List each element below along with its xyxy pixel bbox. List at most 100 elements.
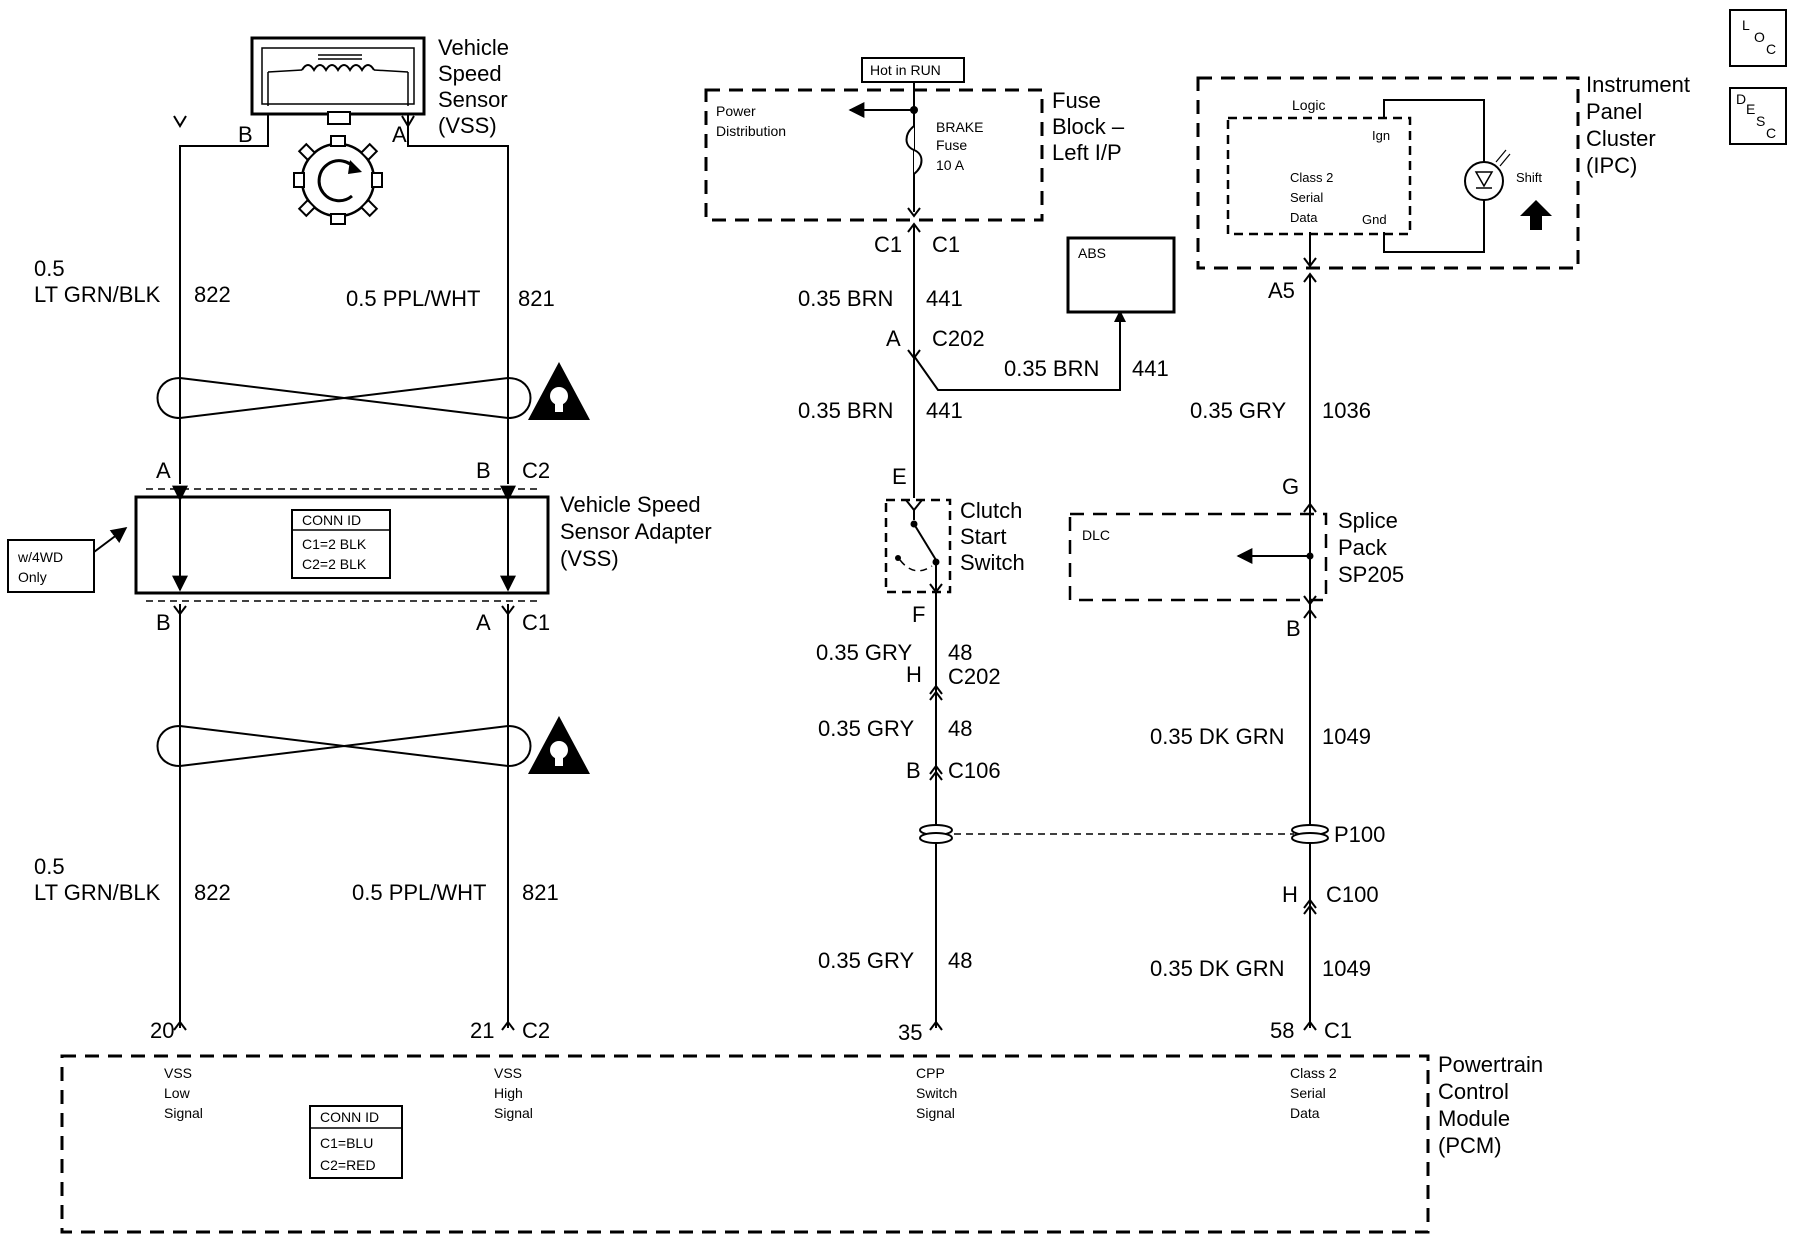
pcm-sig-high-3: Signal bbox=[494, 1105, 533, 1121]
pcm-conn-c1: C1 bbox=[1324, 1018, 1352, 1043]
instrument-panel-cluster: Logic Ign Class 2 Serial Data Gnd Shift bbox=[1196, 76, 1580, 270]
splice-pin-a: A bbox=[886, 326, 901, 351]
p100-label: P100 bbox=[1334, 822, 1385, 847]
pcm-sig-cpp-2: Switch bbox=[916, 1085, 957, 1101]
ipc-serial-2: Serial bbox=[1290, 190, 1323, 205]
fuse-conn-left: C1 bbox=[874, 232, 902, 257]
option-note-2: Only bbox=[18, 569, 47, 585]
coil-icon bbox=[267, 54, 409, 106]
ipc-name-2: Panel bbox=[1586, 99, 1642, 124]
wire-822-bottom-gauge: 0.5 bbox=[34, 854, 65, 879]
pcm-pin-20: 20 bbox=[150, 1018, 174, 1043]
clutch-name-3: Switch bbox=[960, 550, 1025, 575]
wire-822-top-circuit: 822 bbox=[194, 282, 231, 307]
pcm-sig-serial-2: Serial bbox=[1290, 1085, 1326, 1101]
adapter-name-1: Vehicle Speed bbox=[560, 492, 701, 517]
adapter-name-2: Sensor Adapter bbox=[560, 519, 712, 544]
pcm-pin-21: 21 bbox=[470, 1018, 494, 1043]
w48c-circuit: 48 bbox=[948, 948, 972, 973]
fuse-label-3: 10 A bbox=[936, 157, 965, 173]
option-note-box: w/4WD Only bbox=[7, 527, 128, 593]
abs-label: ABS bbox=[1078, 245, 1106, 261]
fuse-block-name-2: Block – bbox=[1052, 114, 1125, 139]
fuse-icon bbox=[905, 125, 923, 175]
ipc-name-1: Instrument bbox=[1586, 72, 1690, 97]
wire-822-bottom-circuit: 822 bbox=[194, 880, 231, 905]
vss-name-2: Speed bbox=[438, 61, 502, 86]
fuse-conn-right: C1 bbox=[932, 232, 960, 257]
wire-822-top-color: LT GRN/BLK bbox=[34, 282, 161, 307]
pcm-conn-id-1: C1=BLU bbox=[320, 1135, 373, 1151]
twisted-pair-bottom bbox=[156, 724, 532, 768]
right-wire bbox=[1291, 257, 1329, 1031]
fuse-block-name-1: Fuse bbox=[1052, 88, 1101, 113]
pcm-sig-high-2: High bbox=[494, 1085, 523, 1101]
fuse-block-name-3: Left I/P bbox=[1052, 140, 1122, 165]
clutch-start-switch bbox=[884, 498, 952, 594]
option-note-1: w/4WD bbox=[17, 549, 63, 565]
hot-in-run-box: Hot in RUN bbox=[861, 57, 965, 83]
shift-lamp-icon bbox=[1464, 149, 1511, 201]
adapter-conn-id: CONN ID C1=2 BLK C2=2 BLK bbox=[291, 509, 391, 579]
conn-c106: C106 bbox=[948, 758, 1001, 783]
adapter-conn-id-title: CONN ID bbox=[302, 512, 361, 528]
splice-pin-b: B bbox=[1286, 616, 1301, 641]
splice-pack: DLC bbox=[1068, 512, 1328, 602]
splice-pin-g: G bbox=[1282, 474, 1299, 499]
adapter-conn-id-2: C2=2 BLK bbox=[302, 556, 367, 572]
conn-c106-pin-b: B bbox=[906, 758, 921, 783]
pcm-sig-cpp-1: CPP bbox=[916, 1065, 945, 1081]
clutch-name-1: Clutch bbox=[960, 498, 1022, 523]
conn-c202-pin-h: H bbox=[906, 662, 922, 687]
w48a-circuit: 48 bbox=[948, 640, 972, 665]
fuse-label-2: Fuse bbox=[936, 137, 967, 153]
w1036-circuit: 1036 bbox=[1322, 398, 1371, 423]
pcm-name-3: Module bbox=[1438, 1106, 1510, 1131]
w441b-circuit: 441 bbox=[926, 398, 963, 423]
power-dist-2: Distribution bbox=[716, 123, 786, 139]
wire-822-top-gauge: 0.5 bbox=[34, 256, 65, 281]
loc-letter-o: O bbox=[1754, 29, 1765, 45]
pcm-sig-low-2: Low bbox=[164, 1085, 191, 1101]
w48b-label: 0.35 GRY bbox=[818, 716, 915, 741]
fuse-label-1: BRAKE bbox=[936, 119, 983, 135]
pcm-sig-low-1: VSS bbox=[164, 1065, 192, 1081]
fuse-block: Power Distribution BRAKE Fuse 10 A bbox=[704, 82, 1044, 222]
pcm-pin-35: 35 bbox=[898, 1020, 922, 1045]
warning-icon-bottom bbox=[528, 716, 590, 774]
w1049b-label: 0.35 DK GRN bbox=[1150, 956, 1285, 981]
abs-branch-circuit: 441 bbox=[1132, 356, 1169, 381]
pcm-pin-58: 58 bbox=[1270, 1018, 1294, 1043]
w1049a-label: 0.35 DK GRN bbox=[1150, 724, 1285, 749]
wire-821-top-label: 0.5 PPL/WHT bbox=[346, 286, 480, 311]
ipc-ign: Ign bbox=[1372, 128, 1390, 143]
wire-821-bottom-label: 0.5 PPL/WHT bbox=[352, 880, 486, 905]
adapter-top-pin-a: A bbox=[156, 458, 171, 483]
center-wire bbox=[907, 226, 1126, 498]
loc-letter-c: C bbox=[1766, 41, 1776, 57]
pcm-name-4: (PCM) bbox=[1438, 1133, 1502, 1158]
w48c-label: 0.35 GRY bbox=[818, 948, 915, 973]
loc-icon: L O C bbox=[1729, 9, 1787, 67]
pcm-sig-serial-3: Data bbox=[1290, 1105, 1320, 1121]
shift-arrow-icon bbox=[1520, 200, 1552, 230]
splice-conn-c202: C202 bbox=[932, 326, 985, 351]
adapter-top-pin-b: B bbox=[476, 458, 491, 483]
vss-wires-bottom bbox=[173, 604, 515, 1031]
wire-821-top-circuit: 821 bbox=[518, 286, 555, 311]
desc-letter-e: E bbox=[1746, 101, 1755, 117]
power-dist-1: Power bbox=[716, 103, 756, 119]
abs-module: ABS bbox=[1066, 236, 1176, 314]
ipc-gnd: Gnd bbox=[1362, 212, 1387, 227]
vss-wires-top bbox=[173, 114, 509, 484]
w48b-circuit: 48 bbox=[948, 716, 972, 741]
powertrain-control-module: VSS Low Signal VSS High Signal CPP Switc… bbox=[60, 1054, 1430, 1234]
w1036-label: 0.35 GRY bbox=[1190, 398, 1287, 423]
ipc-shift: Shift bbox=[1516, 170, 1542, 185]
w441b-label: 0.35 BRN bbox=[798, 398, 893, 423]
warning-icon-top bbox=[528, 362, 590, 420]
splice-name-3: SP205 bbox=[1338, 562, 1404, 587]
abs-branch-label: 0.35 BRN bbox=[1004, 356, 1099, 381]
pcm-name-2: Control bbox=[1438, 1079, 1509, 1104]
splice-name-2: Pack bbox=[1338, 535, 1388, 560]
